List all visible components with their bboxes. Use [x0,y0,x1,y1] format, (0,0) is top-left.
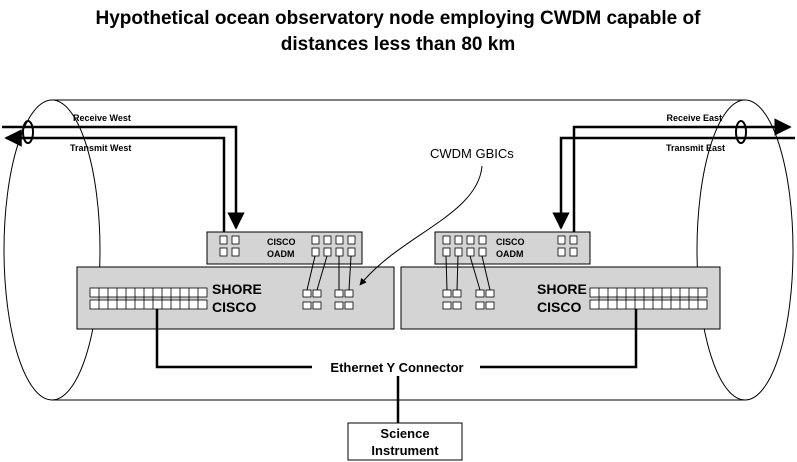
gbic-patch-fibers [306,255,491,291]
ethernet-y-connector [155,309,638,423]
oadm-west-fiber-ports [219,235,240,257]
transmit-east-label: Transmit East [666,143,725,153]
science-instrument-line1: Science [380,426,429,441]
switch-west-ethernet-ports [89,287,208,310]
science-instrument: Science Instrument [347,422,463,461]
receive-west-label: Receive West [73,113,131,123]
switch-west-line2: CISCO [212,299,256,315]
switch-east-line1: SHORE [537,281,587,297]
receive-east-label: Receive East [666,113,722,123]
switch-east-ethernet-ports [589,287,708,310]
science-instrument-line2: Instrument [371,443,439,458]
ethernet-y-label: Ethernet Y Connector [330,360,463,375]
switch-west: SHORE CISCO [76,266,395,330]
oadm-east-model: OADM [496,249,524,259]
switch-west-line1: SHORE [212,281,262,297]
oadm-east-fiber-ports [557,235,578,257]
title-line-1: Hypothetical ocean observatory node empl… [96,8,702,29]
title-line-2: distances less than 80 km [281,34,515,55]
fiber-lines [2,118,795,232]
oadm-west: CISCO OADM [206,231,363,265]
cylinder-housing [3,99,794,401]
oadm-east-brand: CISCO [496,237,525,247]
transmit-west-label: Transmit West [70,143,131,153]
switch-east: SHORE CISCO [400,266,721,330]
oadm-west-gbic-ports [311,235,356,257]
cwdm-gbics-label: CWDM GBICs [430,146,514,161]
switch-east-line2: CISCO [537,299,581,315]
east-cable-clamp [735,120,747,144]
cwdm-gbics-pointer [359,165,483,286]
oadm-east-gbic-ports [442,235,487,257]
switch-east-gbic-slots [442,289,495,310]
oadm-east: CISCO OADM [434,231,591,265]
west-cable-clamp [22,120,34,144]
oadm-west-brand: CISCO [267,237,296,247]
oadm-west-model: OADM [267,249,295,259]
